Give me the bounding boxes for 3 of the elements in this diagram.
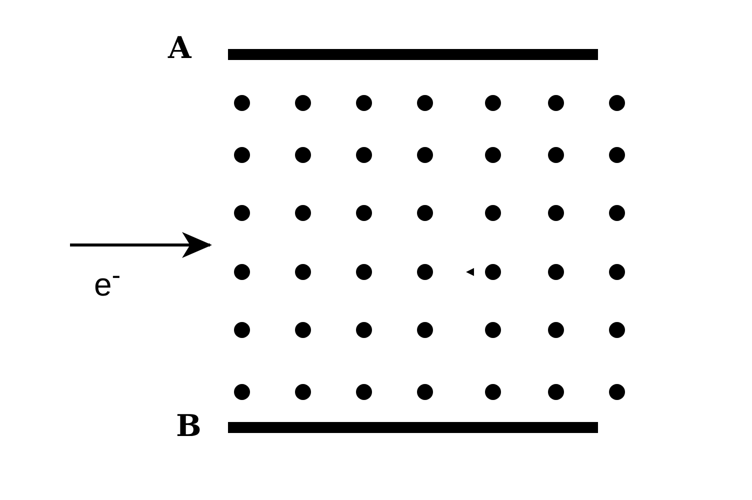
particle-label: e$^{-}$ [94,262,121,301]
plate-label: A [168,34,192,64]
plate-label: B [176,412,202,442]
